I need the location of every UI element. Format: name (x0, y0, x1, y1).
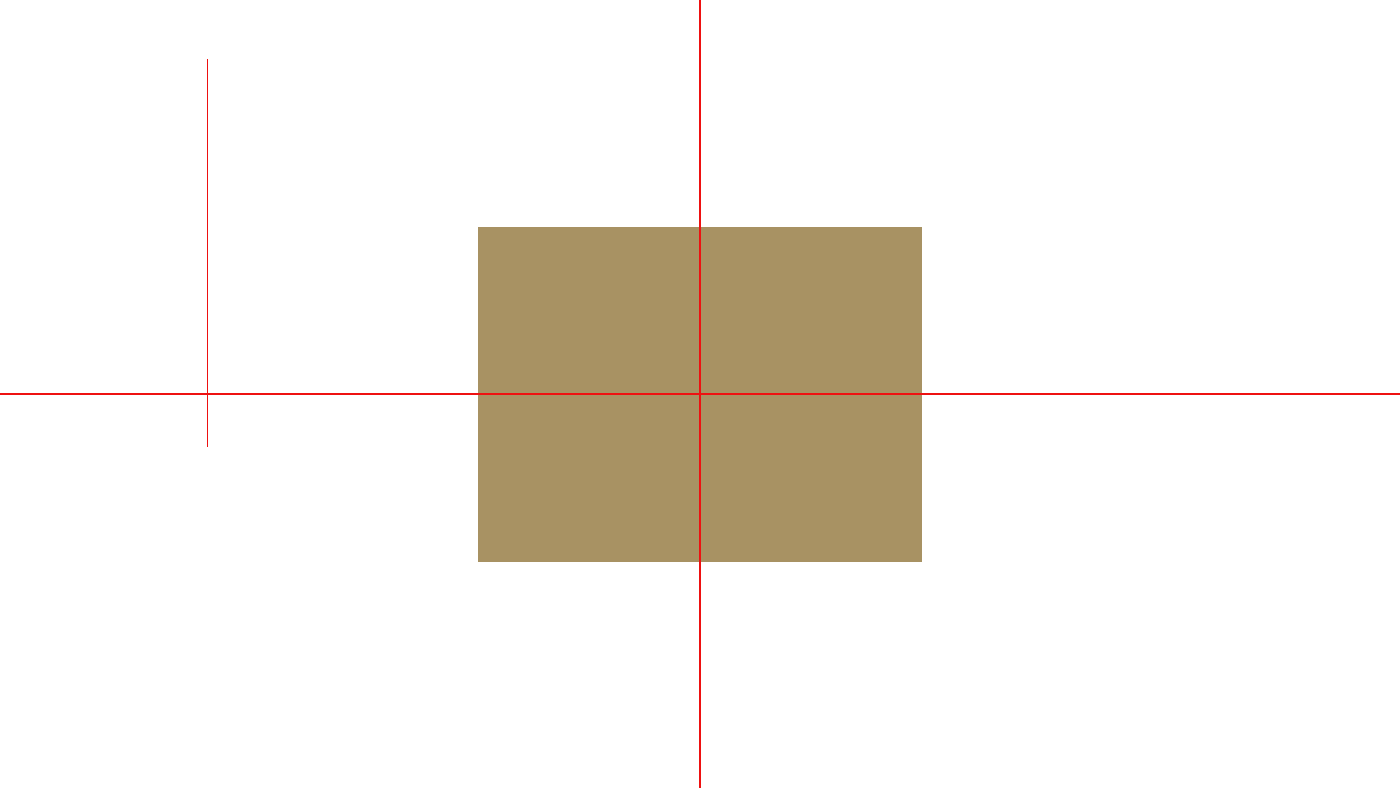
vertical-left-guide-line (207, 59, 208, 447)
vertical-center-guide-line (699, 0, 701, 788)
